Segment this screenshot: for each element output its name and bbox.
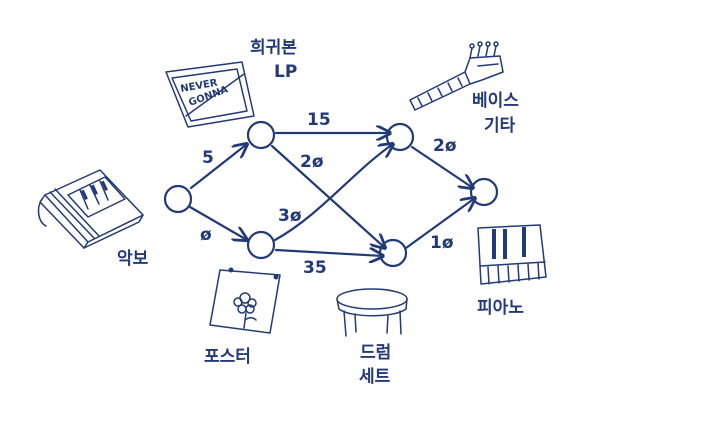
poster-label: 포스터: [204, 347, 251, 367]
weight-bottomleft-bottomright: 35: [303, 258, 327, 278]
piano-label: 피아노: [477, 298, 524, 318]
nodes: [163, 120, 499, 268]
sheet-music-book-icon: [37, 169, 144, 249]
weight-topleft-bottomright: 2ø: [300, 152, 324, 172]
edge-weights: 5 ø 15 2ø 3ø 35 2ø 1ø: [200, 110, 457, 278]
node-bottom-right: [378, 238, 408, 268]
edge-topright-end: [410, 145, 473, 188]
node-top-right: [385, 122, 415, 152]
node-start: [163, 184, 193, 214]
weight-start-topleft: 5: [202, 148, 214, 168]
edge-bottomleft-bottomright: [274, 250, 383, 256]
weight-bottomright-end: 1ø: [430, 233, 454, 253]
node-end: [469, 177, 499, 207]
rare-lp-sign-icon: NEVER GONNA: [165, 61, 255, 128]
rare-lp-label-line-1: 희귀본: [250, 38, 297, 58]
sheet-music-label: 악보: [117, 249, 149, 269]
edge-topleft-bottomright: [270, 144, 385, 248]
bass-guitar-label-line-2: 기타: [484, 116, 516, 136]
node-top-left: [246, 120, 276, 150]
weight-bottomleft-topright: 3ø: [278, 206, 302, 226]
bass-guitar-icon: [409, 41, 504, 111]
drum-set-icon: [336, 288, 408, 337]
edge-bottomleft-topright: [273, 144, 393, 242]
piano-icon: [477, 224, 547, 285]
edges: [188, 133, 475, 256]
edge-bottomright-end: [404, 198, 475, 250]
node-bottom-left: [246, 230, 276, 260]
edge-start-bottomleft: [188, 205, 247, 240]
drum-set-label-line-2: 세트: [359, 367, 391, 387]
poster-icon: [209, 267, 281, 334]
bass-guitar-label-line-1: 베이스: [472, 91, 519, 111]
weight-start-bottomleft: ø: [200, 225, 212, 245]
weight-topleft-topright: 15: [307, 110, 331, 130]
weight-topright-end: 2ø: [433, 136, 457, 156]
rare-lp-label-line-2: LP: [274, 62, 297, 82]
drum-set-label-line-1: 드럼: [360, 343, 391, 363]
edge-start-topleft: [189, 144, 247, 190]
